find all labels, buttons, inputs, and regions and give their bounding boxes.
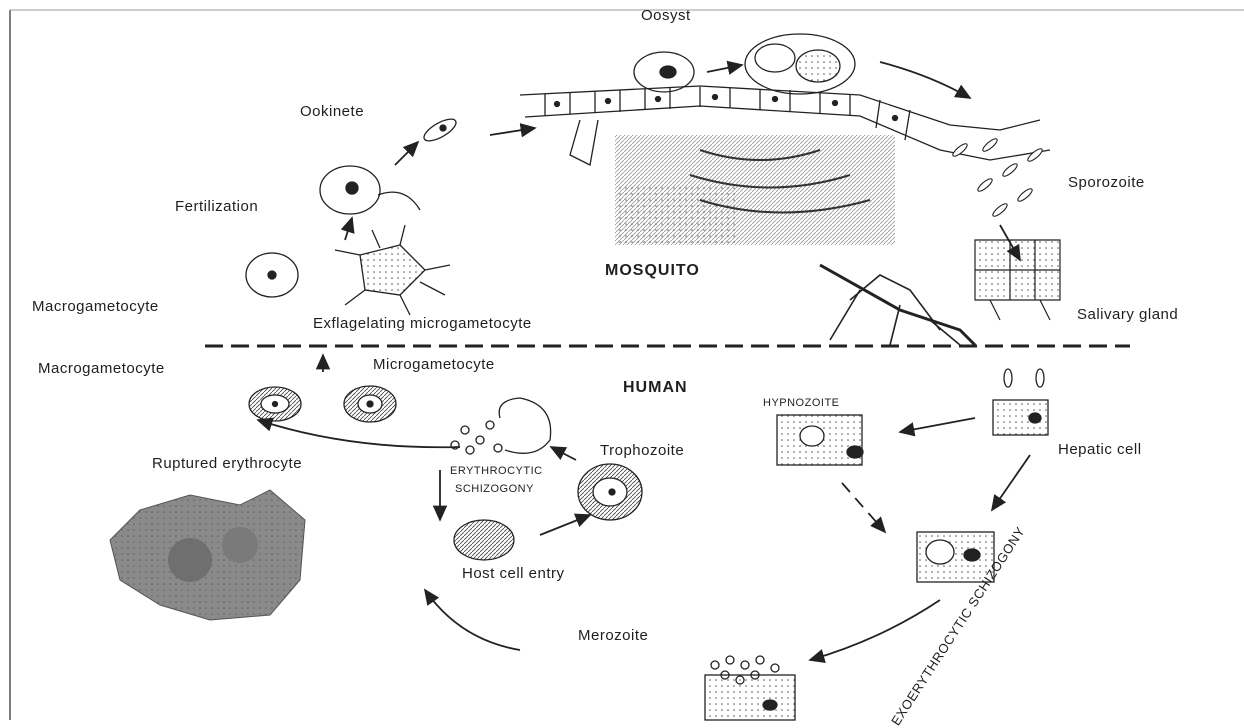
label-ruptured-erythrocyte: Ruptured erythrocyte [152, 455, 302, 472]
hepatic-cell-drawing [993, 369, 1048, 435]
label-oocyst: Oosyst [641, 7, 691, 24]
oocyst-drawing [634, 34, 855, 94]
label-hypnozoite: HYPNOZOITE [763, 397, 840, 409]
salivary-gland-drawing [975, 240, 1060, 320]
label-sporozoite: Sporozoite [1068, 174, 1145, 191]
hypnozoite-cell-drawing [777, 415, 863, 465]
label-fertilization: Fertilization [175, 198, 258, 215]
label-microgametocyte: Microgametocyte [373, 356, 495, 373]
label-macrogametocyte-mosquito: Macrogametocyte [32, 298, 159, 315]
label-exflagellating-microgametocyte: Exflagelating microgametocyte [313, 315, 532, 332]
label-merozoite: Merozoite [578, 627, 648, 644]
macrogametocyte-human-cell [249, 387, 301, 421]
label-erythrocytic: ERYTHROCYTIC [450, 465, 543, 477]
microgametocyte-cell [344, 386, 396, 422]
exflagellating-cell [335, 225, 450, 315]
infected-erythrocyte-micrograph [110, 490, 305, 620]
ruptured-erythrocyte-cell [451, 398, 551, 454]
host-cell-entry-cell [454, 520, 514, 560]
mosquito-drawing [820, 265, 975, 345]
section-mosquito: MOSQUITO [605, 262, 700, 280]
label-macrogametocyte-human: Macrogametocyte [38, 360, 165, 377]
label-trophozoite: Trophozoite [600, 442, 684, 459]
label-hepatic-cell: Hepatic cell [1058, 441, 1142, 458]
merozoite-cell-drawing [705, 656, 795, 720]
sporozoite-drawing [951, 137, 1044, 218]
ookinete-cell [421, 115, 459, 145]
label-schizogony: SCHIZOGONY [455, 483, 534, 495]
trophozoite-cell [578, 464, 642, 520]
midgut-micrograph [615, 135, 895, 245]
label-host-cell-entry: Host cell entry [462, 565, 565, 582]
macrogametocyte-mosquito-cell [246, 253, 298, 297]
label-ookinete: Ookinete [300, 103, 364, 120]
section-human: HUMAN [623, 379, 688, 397]
label-salivary-gland: Salivary gland [1077, 306, 1178, 323]
fertilization-cell [320, 166, 420, 214]
